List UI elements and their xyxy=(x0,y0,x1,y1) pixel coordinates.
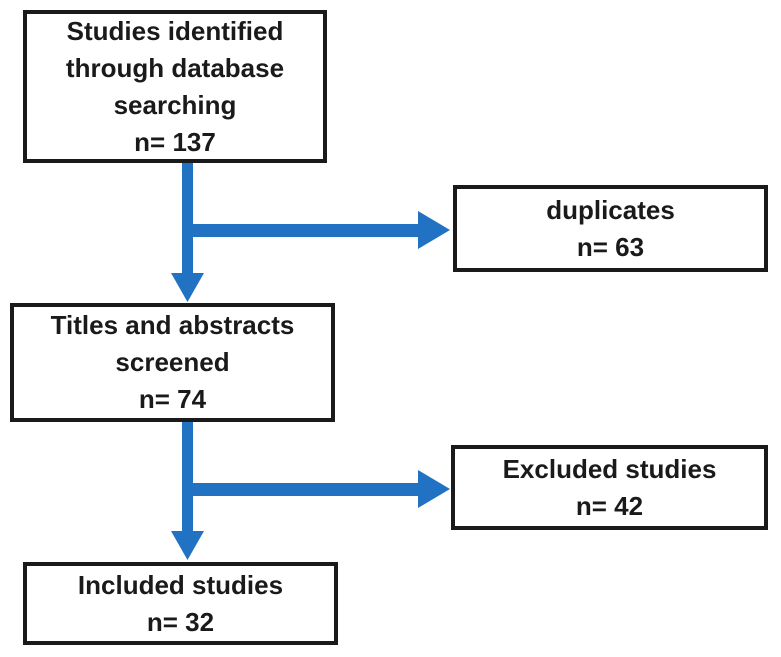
box-count: n= 42 xyxy=(575,490,644,521)
box-excluded-studies: Excluded studies n= 42 xyxy=(451,445,768,530)
box-count: n= 137 xyxy=(134,126,216,157)
arrow-screened-to-included xyxy=(171,422,204,560)
box-line: screened xyxy=(115,347,230,377)
box-line: searching xyxy=(113,89,237,120)
box-line: Excluded studies xyxy=(502,453,717,484)
box-line: Studies identified xyxy=(66,15,284,46)
arrow-branch-excluded xyxy=(188,470,450,508)
box-line: duplicates xyxy=(546,194,675,225)
box-titles-abstracts-screened: Titles and abstracts screened n= 74 xyxy=(10,303,335,422)
box-count: n= 74 xyxy=(138,384,207,414)
arrow-identified-to-screened xyxy=(171,163,204,302)
arrow-branch-duplicates xyxy=(188,211,450,249)
box-studies-identified: Studies identified through database sear… xyxy=(23,10,327,163)
box-count: n= 63 xyxy=(576,231,645,262)
box-line: Titles and abstracts xyxy=(50,310,295,340)
box-line: through database xyxy=(65,52,285,83)
box-count: n= 32 xyxy=(146,606,215,637)
box-line: Included studies xyxy=(77,569,284,600)
box-included-studies: Included studies n= 32 xyxy=(23,562,338,645)
box-duplicates: duplicates n= 63 xyxy=(453,185,768,272)
